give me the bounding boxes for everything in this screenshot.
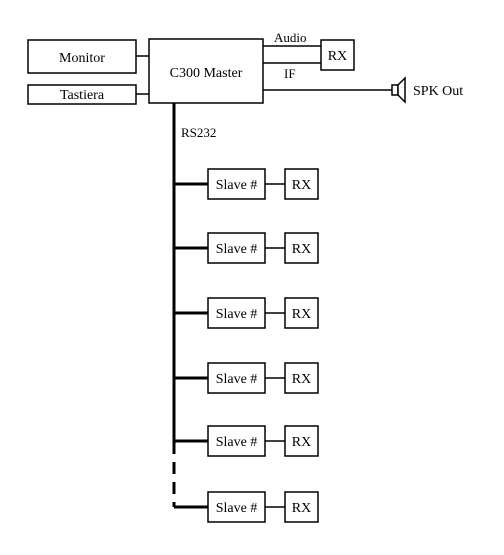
monitor-box — [27, 39, 137, 74]
audio-label: Audio — [274, 30, 307, 45]
receiver-top-label: RX — [328, 49, 347, 64]
slave-box — [207, 491, 266, 523]
slave-rx-label: RX — [292, 307, 311, 322]
slave-rx-label: RX — [292, 372, 311, 387]
slave-box — [207, 362, 266, 394]
master-label: C300 Master — [170, 66, 243, 81]
slave-label: Slave # — [216, 307, 258, 322]
slave-rx-box — [284, 362, 319, 394]
keyboard-node: Tastiera — [27, 84, 137, 105]
slave-label: Slave # — [216, 372, 258, 387]
if-label: IF — [284, 66, 296, 81]
receiver-top: RX — [320, 39, 355, 71]
slave-rx-box — [284, 168, 319, 200]
slave-row: Slave # RX — [174, 232, 319, 264]
monitor-node: Monitor — [27, 39, 137, 74]
slave-rx-box — [284, 232, 319, 264]
slave-label: Slave # — [216, 435, 258, 450]
slave-box — [207, 297, 266, 329]
slave-row: Slave # RX — [174, 297, 319, 329]
slave-rx-label: RX — [292, 501, 311, 516]
slave-box — [207, 425, 266, 457]
slave-label: Slave # — [216, 178, 258, 193]
keyboard-label: Tastiera — [60, 88, 105, 103]
receiver-top-box — [320, 39, 355, 71]
slave-rx-box — [284, 491, 319, 523]
master-box — [148, 38, 264, 104]
speaker-label: SPK Out — [413, 84, 463, 99]
slave-row: Slave # RX — [174, 362, 319, 394]
slave-row: Slave # RX — [174, 168, 319, 200]
slave-rx-box — [284, 297, 319, 329]
master-node: C300 Master — [148, 38, 264, 104]
slave-label: Slave # — [216, 242, 258, 257]
slave-row: Slave # RX — [174, 425, 319, 457]
monitor-label: Monitor — [59, 51, 105, 66]
speaker-icon — [391, 76, 406, 104]
bus-label: RS232 — [181, 125, 216, 140]
slave-rx-box — [284, 425, 319, 457]
slave-rx-label: RX — [292, 242, 311, 257]
slave-rx-label: RX — [292, 178, 311, 193]
slave-row: Slave # RX — [174, 491, 319, 523]
slave-box — [207, 232, 266, 264]
slave-label: Slave # — [216, 501, 258, 516]
slave-rx-label: RX — [292, 435, 311, 450]
slave-box — [207, 168, 266, 200]
